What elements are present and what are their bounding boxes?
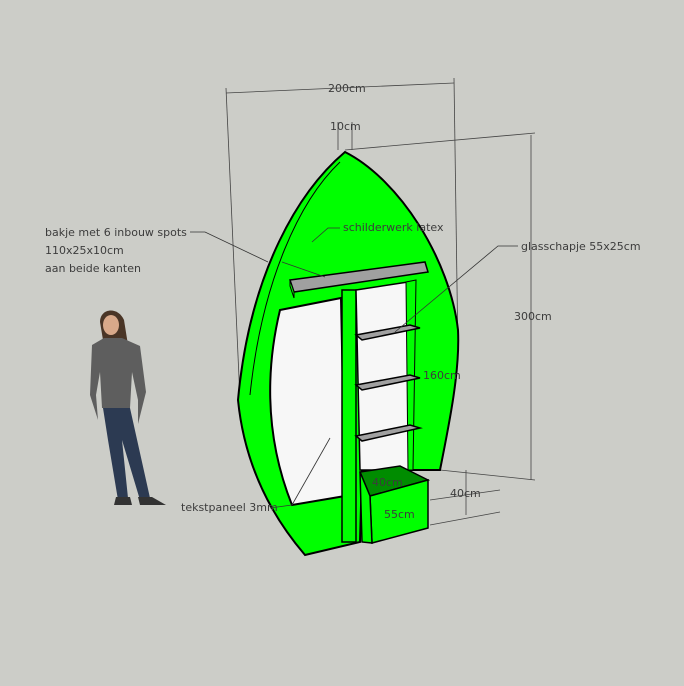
leader-lines <box>190 227 518 509</box>
glass-shelves <box>354 324 423 442</box>
dim-box-width: 55cm <box>384 508 415 521</box>
leaf-display-model <box>236 150 460 557</box>
person-scale-figure <box>90 310 166 505</box>
label-tray-line3: aan beide kanten <box>45 262 141 275</box>
dim-box-depth: 40cm <box>372 476 403 489</box>
dim-box-height: 40cm <box>450 487 481 500</box>
text-panel <box>269 296 347 507</box>
dimension-lines <box>225 77 536 526</box>
dim-height: 300cm <box>514 310 552 323</box>
label-tray-line1: bakje met 6 inbouw spots <box>45 226 187 239</box>
dim-width: 200cm <box>328 82 366 95</box>
label-text-panel: tekstpaneel 3mm <box>181 501 278 514</box>
dim-top: 10cm <box>330 120 361 133</box>
label-tray-line2: 110x25x10cm <box>45 244 124 257</box>
label-glass-shelf: glasschapje 55x25cm <box>521 240 641 253</box>
label-paint: schilderwerk latex <box>343 221 444 234</box>
dim-shelf-height: 160cm <box>423 369 461 382</box>
